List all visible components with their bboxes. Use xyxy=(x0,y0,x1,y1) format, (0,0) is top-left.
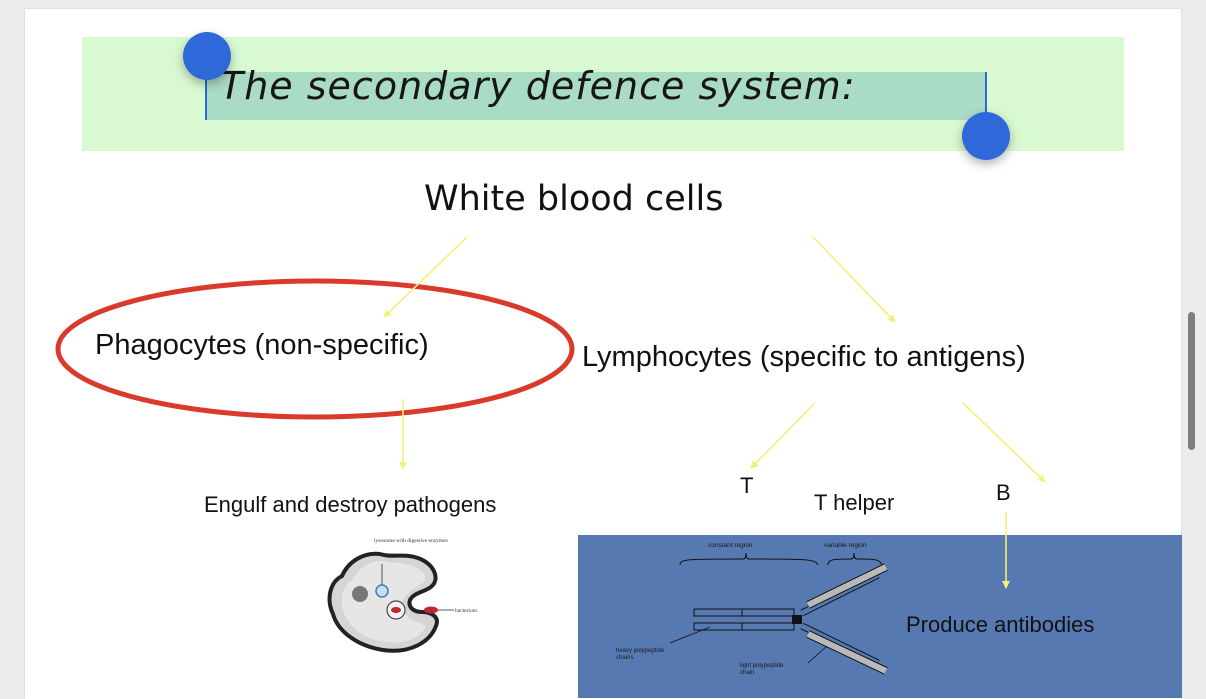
variable-region-caption: variable region xyxy=(824,542,867,549)
arrow-to-b xyxy=(962,402,1046,483)
constant-region-caption: constant region xyxy=(708,542,753,549)
phagocyte-figure: lysosome with digestive enzymes bacteriu… xyxy=(327,538,478,653)
selection-end-caret xyxy=(985,72,987,120)
engulf-label: Engulf and destroy pathogens xyxy=(204,492,497,517)
text-selection-highlight xyxy=(205,72,987,120)
selection-start-caret xyxy=(205,72,207,120)
antibody-diagram: constant region variable region heavy po… xyxy=(616,542,888,676)
t-cell-label: T xyxy=(740,473,754,498)
lymphocytes-label: Lymphocytes (specific to antigens) xyxy=(582,341,1026,373)
t-helper-label: T helper xyxy=(814,490,895,515)
engulfed-bacterium-icon xyxy=(391,607,401,613)
nucleus-icon xyxy=(352,586,368,602)
bacterium-caption: bacterium xyxy=(455,608,478,614)
selection-end-handle[interactable] xyxy=(962,112,1010,160)
arrow-to-phagocytes xyxy=(383,236,468,318)
phagocytes-label: Phagocytes (non-specific) xyxy=(95,329,429,361)
phagocytes-highlight-ellipse xyxy=(55,278,575,420)
vertical-scrollbar-thumb[interactable] xyxy=(1188,312,1195,450)
slide-title[interactable]: The secondary defence system: xyxy=(220,64,856,108)
enzymes-caption: lysosome with digestive enzymes xyxy=(374,538,448,544)
produce-antibodies-label: Produce antibodies xyxy=(906,612,1095,637)
white-blood-cells-label: White blood cells xyxy=(424,179,724,219)
selection-start-handle[interactable] xyxy=(183,32,231,80)
b-cell-label: B xyxy=(996,480,1011,505)
antibody-light-chains xyxy=(806,563,888,675)
bacterium-icon xyxy=(424,606,438,614)
arrow-to-lymphocytes xyxy=(812,236,896,323)
arrow-to-t xyxy=(750,402,816,469)
